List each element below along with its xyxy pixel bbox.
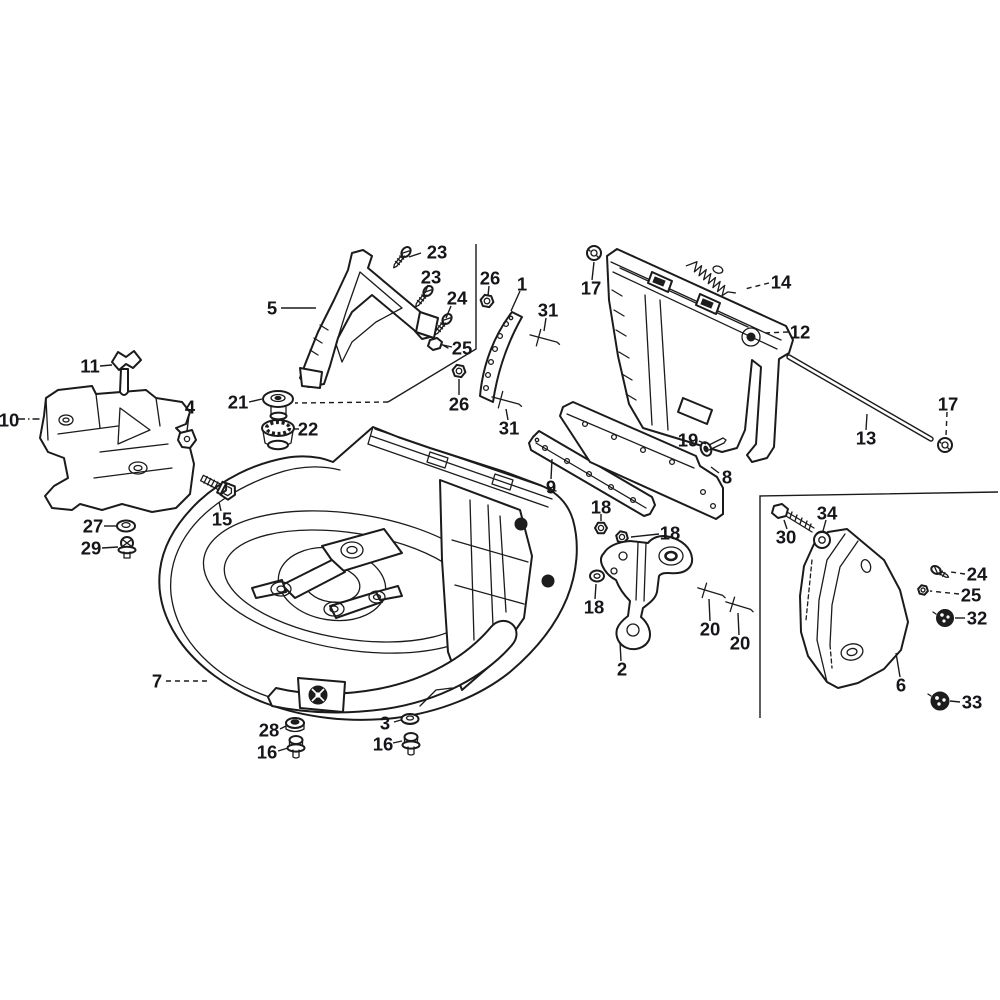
part-16-bolt-b [401, 732, 421, 756]
deck-rear-skirt [267, 619, 518, 714]
callout-31-a: 31 [538, 300, 559, 321]
part-30-bolt [771, 503, 815, 533]
callout-16-b: 16 [373, 734, 394, 755]
callout-1: 1 [517, 274, 527, 295]
part-17-nut-left [586, 245, 602, 261]
callout-25-b: 25 [961, 585, 982, 606]
callout-8: 8 [722, 467, 732, 488]
part-15-bolt [199, 474, 236, 501]
part-34-washer [813, 530, 831, 549]
part-20-pin-b [725, 596, 754, 613]
part-14-spring [685, 261, 737, 297]
callout-10: 10 [0, 410, 19, 431]
part-27-washer [116, 519, 136, 533]
callout-6: 6 [896, 675, 906, 696]
part-10-guide-duct [39, 385, 195, 513]
callout-17-b: 17 [938, 394, 959, 415]
callout-11: 11 [80, 356, 100, 377]
callout-29: 29 [81, 538, 102, 559]
callout-20-b: 20 [730, 633, 751, 654]
callout-19: 19 [678, 430, 699, 451]
callout-18-a: 18 [591, 497, 612, 518]
part-12-rear-door [606, 248, 794, 463]
part-26-nut-b [451, 363, 467, 379]
callout-30: 30 [776, 527, 797, 548]
callout-22: 22 [298, 419, 319, 440]
callout-23-a: 23 [427, 242, 448, 263]
callout-27: 27 [83, 516, 104, 537]
part-31-pin-b [491, 390, 523, 409]
callout-21: 21 [228, 392, 249, 413]
part-13-rod [786, 354, 934, 442]
callout-17-a: 17 [581, 278, 602, 299]
part-18-washer [589, 569, 605, 583]
callout-31-b: 31 [499, 418, 520, 439]
callout-9: 9 [546, 477, 556, 498]
part-29-screw [117, 536, 137, 559]
part-25-nut-inset [917, 584, 929, 596]
callout-labels: 23 23 24 25 26 26 5 1 31 31 17 14 12 13 … [0, 242, 988, 763]
callout-12: 12 [790, 322, 811, 343]
part-5-guard [299, 249, 439, 389]
part-1-curved-plate [479, 311, 523, 403]
part-9-strip-plate [528, 430, 656, 517]
callout-3: 3 [380, 713, 390, 734]
part-18-nut-a [594, 521, 608, 535]
callout-34: 34 [817, 503, 838, 524]
callout-16-a: 16 [257, 742, 278, 763]
callout-7: 7 [152, 671, 162, 692]
part-3-washer [400, 713, 420, 725]
part-21-grommet [262, 390, 294, 421]
part-6-cover [799, 528, 909, 689]
part-4-clip-nut [177, 429, 197, 449]
callout-4: 4 [185, 397, 196, 418]
part-17-nut-right [937, 437, 953, 453]
part-23-screw-b [415, 285, 434, 308]
part-22-cap [261, 419, 295, 451]
callout-26-b: 26 [449, 394, 470, 415]
part-7-cutter-housing [158, 426, 578, 721]
part-25-bolt [427, 337, 449, 351]
part-16-bolt-a [286, 735, 306, 759]
callout-23-b: 23 [421, 267, 442, 288]
callout-25-a: 25 [452, 338, 473, 359]
callout-26-a: 26 [480, 268, 501, 289]
callout-24-a: 24 [447, 288, 468, 309]
part-28-flange-nut [285, 717, 305, 733]
group-separator-lines [294, 244, 999, 718]
part-8-back-plate [559, 401, 724, 520]
part-2-bracket [599, 534, 694, 651]
callout-20-a: 20 [700, 619, 721, 640]
part-11-wing-bolt [111, 350, 142, 396]
part-20-pin-a [697, 582, 726, 599]
callout-5: 5 [267, 298, 277, 319]
callout-13: 13 [856, 428, 877, 449]
callout-28: 28 [259, 720, 280, 741]
callout-14: 14 [771, 272, 792, 293]
part-24-screw-inset [930, 565, 950, 578]
part-24-screw [434, 313, 453, 336]
inset-box-border [759, 491, 999, 718]
leader-lines [18, 252, 966, 752]
part-33-cap-nut [927, 691, 950, 711]
callout-15: 15 [212, 509, 233, 530]
callout-24-b: 24 [967, 564, 988, 585]
part-26-nut-a [479, 293, 495, 309]
callout-18-b: 18 [660, 523, 681, 544]
part-31-pin-a [529, 328, 561, 347]
callout-32: 32 [967, 608, 988, 629]
callout-18-c: 18 [584, 597, 605, 618]
part-23-screw-a [393, 246, 412, 269]
callout-2: 2 [617, 659, 627, 680]
callout-33: 33 [962, 692, 983, 713]
part-32-cap-nut [932, 609, 954, 627]
